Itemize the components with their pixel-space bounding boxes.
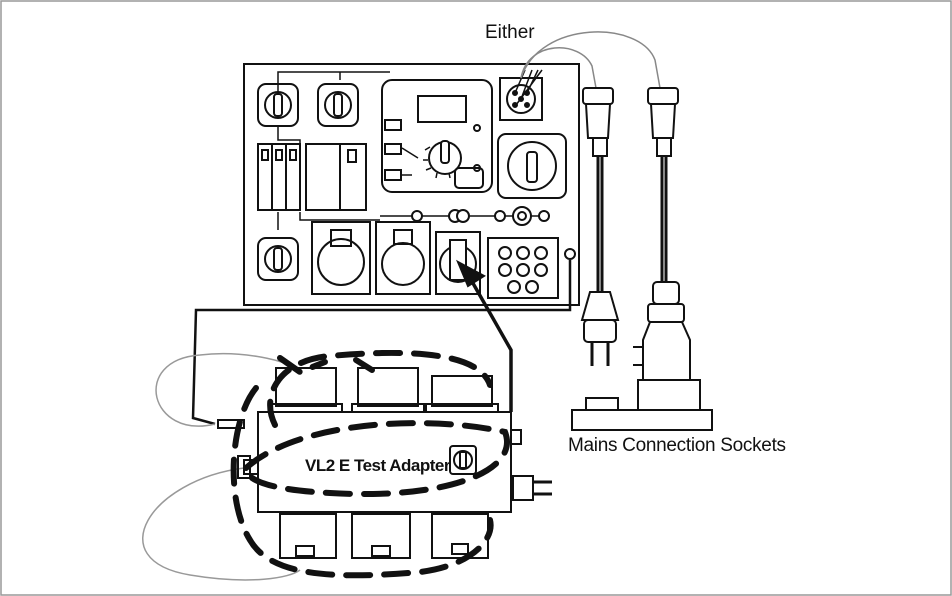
insertion-arrow (455, 259, 513, 412)
cee-plug-icon (633, 281, 701, 411)
test-socket-icon (375, 221, 431, 295)
probe-jack-icon (564, 248, 576, 260)
label-mains-connection-sockets: Mains Connection Sockets (568, 435, 786, 456)
label-test-adapter: VL2 E Test Adapter (305, 456, 450, 475)
indicator-lamps (380, 206, 550, 226)
rotary-switch-icon (257, 83, 299, 127)
cee-connector-icon (499, 69, 543, 121)
rotary-switch-icon (257, 237, 299, 281)
test-socket-icon (311, 221, 371, 295)
label-either: Either (485, 22, 535, 43)
circuit-breakers (257, 143, 367, 211)
dashed-path (230, 350, 510, 579)
cee-cable (647, 87, 679, 282)
schuko-cable (582, 87, 614, 292)
connection-cable (191, 260, 572, 426)
instrument-display (381, 79, 493, 193)
test-adapter (217, 367, 552, 559)
schuko-plug-icon (580, 291, 620, 366)
main-switch-icon (497, 133, 567, 199)
banana-jacks (487, 237, 559, 299)
mains-socket-board (571, 397, 713, 431)
rotary-switch-icon (317, 83, 359, 127)
test-panel (243, 63, 580, 306)
